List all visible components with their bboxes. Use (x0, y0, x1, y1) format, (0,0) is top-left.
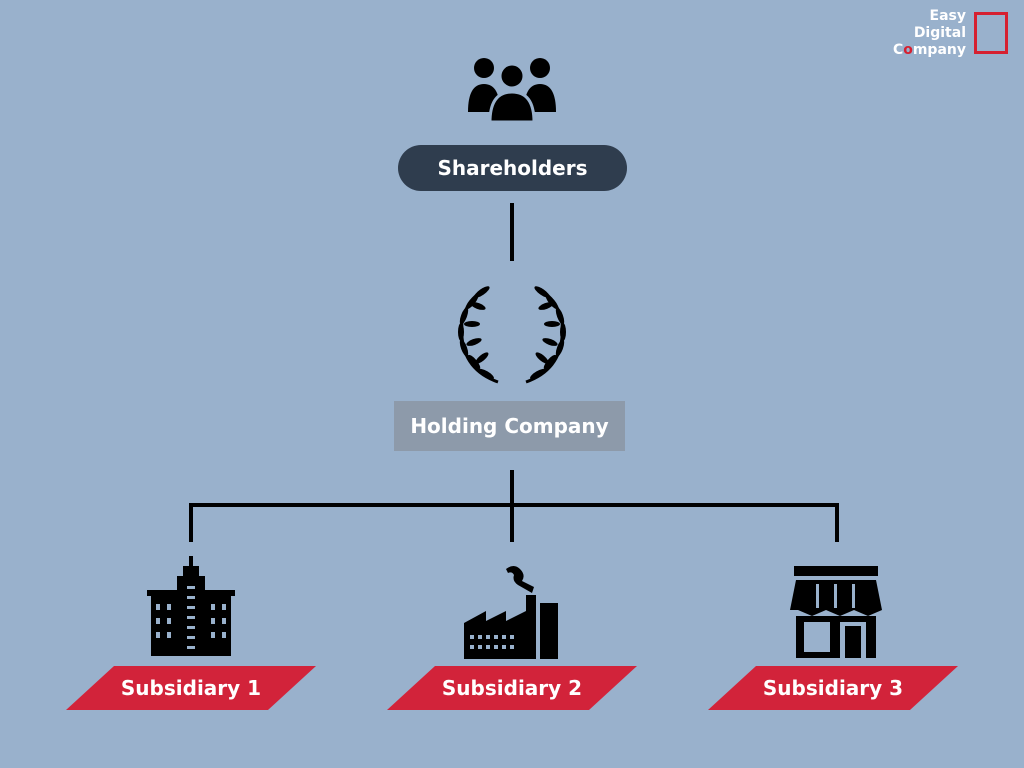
brand-logo: Easy Digital Company (884, 0, 1024, 70)
factory-icon (462, 563, 562, 659)
storefront-icon (790, 566, 882, 658)
subsidiary-2-node: Subsidiary 2 (387, 666, 637, 710)
laurel-wreath-icon (452, 282, 572, 386)
holding-company-node: Holding Company (394, 401, 625, 451)
logo-line-2: Digital (913, 25, 966, 41)
connector-line (189, 503, 839, 507)
logo-letter-o: o (903, 42, 913, 58)
shareholders-node: Shareholders (398, 145, 627, 191)
logo-letters-rest: mpany (912, 42, 966, 58)
connector-line (835, 503, 839, 542)
connector-line (189, 503, 193, 542)
logo-text: Easy Digital Company (893, 8, 966, 59)
connector-line (510, 203, 514, 261)
logo-letter-c: C (892, 42, 904, 58)
office-building-icon (147, 556, 235, 656)
logo-square-icon (974, 12, 1008, 54)
subsidiary-1-node: Subsidiary 1 (66, 666, 316, 710)
people-group-icon (466, 56, 558, 124)
logo-line-3: Company (893, 42, 966, 59)
subsidiary-3-node: Subsidiary 3 (708, 666, 958, 710)
logo-line-1: Easy (929, 8, 966, 24)
